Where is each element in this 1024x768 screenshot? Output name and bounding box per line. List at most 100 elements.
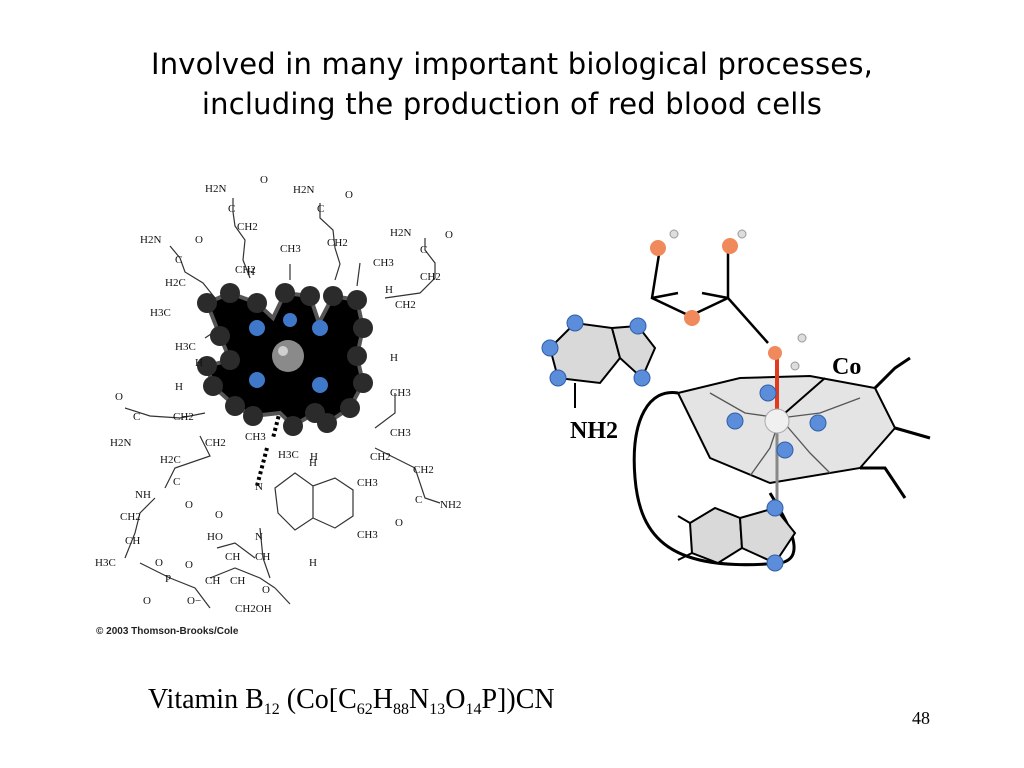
label-ch2: CH2: [173, 411, 194, 423]
label-ch: CH: [125, 535, 140, 547]
label-h3c: H3C: [278, 449, 299, 461]
cobalt-highlight: [278, 346, 288, 356]
formula-subscript: 14: [465, 701, 482, 718]
label-c: C: [420, 244, 427, 256]
co-label: Co: [832, 354, 861, 380]
label-o-minus: O−: [187, 595, 201, 607]
hydrogen-atom: [669, 229, 679, 239]
title-line-2: including the production of red blood ce…: [201, 87, 823, 121]
formula-subscript: 12: [263, 701, 280, 718]
label-h2n: H2N: [293, 184, 314, 196]
label-ch2oh: CH2OH: [235, 603, 272, 615]
label-o: O: [260, 174, 268, 186]
label-o: O: [195, 234, 203, 246]
label-ch3: CH3: [390, 427, 411, 439]
formula-part: O: [445, 684, 466, 715]
label-ch2: CH2: [395, 299, 416, 311]
label-ch3: CH3: [390, 387, 411, 399]
label-o: O: [445, 229, 453, 241]
label-ch2: CH2: [327, 237, 348, 249]
oxygen-atom: [684, 310, 700, 326]
vitamin-b12-schematic-model: NH2 Co: [541, 229, 931, 572]
formula-part: (Co[C: [279, 684, 357, 715]
label-h: H: [309, 557, 317, 569]
vitamin-b12-structural-formula: H2N C O CH2 H2N C O H2N C O H3C H2C CH3 …: [95, 174, 461, 615]
atom-labels: H2N C O CH2 H2N C O H2N C O H3C H2C CH3 …: [95, 174, 461, 615]
label-c: C: [173, 476, 180, 488]
label-c: C: [228, 203, 235, 215]
adenine-nitrogens: [541, 314, 651, 387]
formula-part: Vitamin B: [148, 684, 264, 715]
label-h: H: [309, 457, 317, 469]
label-h: H: [310, 451, 318, 463]
label-o: O: [155, 557, 163, 569]
label-ch3: CH3: [245, 431, 266, 443]
label-h2n: H2N: [140, 234, 161, 246]
label-h: H: [175, 381, 183, 393]
label-h: H: [385, 284, 393, 296]
label-o: O: [262, 584, 270, 596]
label-c: C: [175, 254, 182, 266]
label-n: N: [255, 481, 263, 493]
label-h3c: H3C: [175, 341, 196, 353]
label-ch2: CH2: [413, 464, 434, 476]
label-h: H: [195, 357, 203, 369]
label-ch3: CH3: [357, 477, 378, 489]
label-o: O: [143, 595, 151, 607]
label-nh: NH: [135, 489, 151, 501]
label-ch2: CH2: [235, 264, 256, 276]
oxygen-atom: [722, 238, 738, 254]
label-o: O: [215, 509, 223, 521]
label-ch: CH: [230, 575, 245, 587]
molecular-formula: Vitamin B12 (Co[C62H88N13O14P])CN: [148, 684, 555, 718]
label-p: P: [165, 573, 171, 585]
label-o: O: [185, 499, 193, 511]
cobalt-atom: [272, 340, 304, 372]
label-h2c: H2C: [165, 277, 186, 289]
label-n: N: [255, 531, 263, 543]
corrin-nitrogens: [726, 384, 827, 459]
label-h3c: H3C: [150, 307, 171, 319]
label-ch: CH: [225, 551, 240, 563]
label-ch2: CH2: [120, 511, 141, 523]
carbon-atoms: [197, 283, 373, 436]
formula-part: P])CN: [481, 684, 555, 715]
page-number: 48: [912, 708, 930, 728]
label-h: H: [390, 352, 398, 364]
cobalt-atom: [764, 408, 790, 434]
adenine-rings: [548, 321, 657, 408]
label-ch2: CH2: [420, 271, 441, 283]
oxygen-atom: [650, 240, 666, 256]
benzimidazole-rings: [677, 506, 797, 565]
label-h: H: [247, 266, 255, 278]
label-ho: HO: [207, 531, 223, 543]
label-o: O: [345, 189, 353, 201]
label-ch: CH: [255, 551, 270, 563]
label-c: C: [317, 203, 324, 215]
label-ch2: CH2: [370, 451, 391, 463]
label-ch3: CH3: [280, 243, 301, 255]
formula-part: N: [409, 684, 430, 715]
label-nh2: NH2: [440, 499, 461, 511]
label-ch: CH: [205, 575, 220, 587]
label-ch3: CH3: [357, 529, 378, 541]
copyright-notice: © 2003 Thomson-Brooks/Cole: [96, 626, 239, 637]
hydrogen-atom: [790, 361, 800, 371]
formula-subscript: 62: [356, 701, 373, 718]
label-h3c: H3C: [95, 557, 116, 569]
label-c: C: [133, 411, 140, 423]
title-line-1: Involved in many important biological pr…: [150, 47, 874, 81]
hydrogen-atom: [737, 229, 747, 239]
label-o: O: [115, 391, 123, 403]
label-h2n: H2N: [390, 227, 411, 239]
label-ch3: CH3: [373, 257, 394, 269]
co-label-pointer: [784, 377, 826, 414]
label-o: O: [395, 517, 403, 529]
label-ch2: CH2: [205, 437, 226, 449]
nh2-label: NH2: [570, 418, 618, 444]
side-chains: [632, 356, 931, 567]
formula-subscript: 88: [393, 701, 409, 718]
label-o: O: [185, 559, 193, 571]
ribose-ring: [650, 247, 769, 344]
